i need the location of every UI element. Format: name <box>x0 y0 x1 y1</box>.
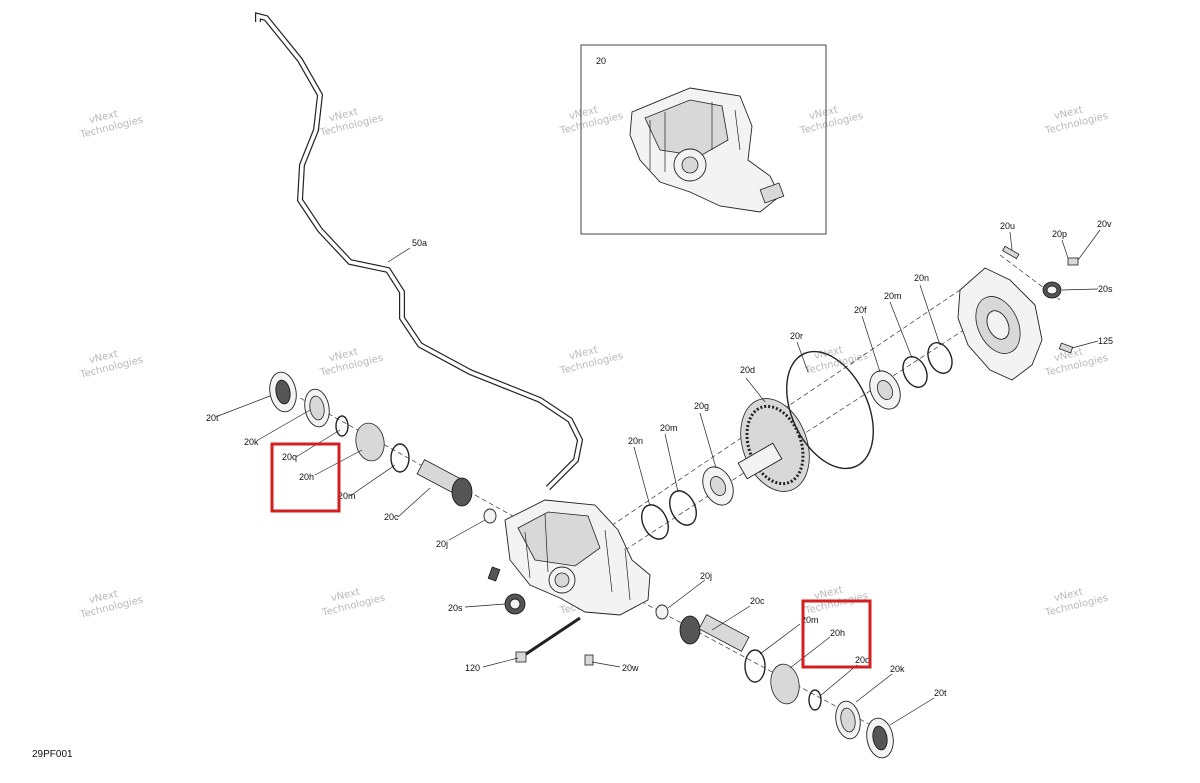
label-20j-bottom: 20j <box>700 571 712 581</box>
label-125: 125 <box>1098 336 1113 346</box>
part-labels: 50a 20u 20p 20v 20n 20s 20m 20f 20r 125 … <box>206 219 1113 698</box>
label-20c-bottom: 20c <box>750 596 765 606</box>
label-50a: 50a <box>412 238 427 248</box>
label-20r: 20r <box>790 331 803 341</box>
label-20d: 20d <box>740 365 755 375</box>
lower-chain-parts <box>504 593 894 759</box>
leader-lines <box>217 229 1101 726</box>
label-20q-left: 20q <box>282 452 297 462</box>
label-20s-bottom: 20s <box>448 603 463 613</box>
assembled-differential-illustration <box>629 87 785 213</box>
label-20w: 20w <box>622 663 639 673</box>
upper-chain-parts <box>641 245 1079 540</box>
breather-hose <box>255 12 584 491</box>
label-20c-left: 20c <box>384 512 399 522</box>
label-20t-bottom: 20t <box>934 688 947 698</box>
inset-frame <box>580 44 827 235</box>
differential-cover <box>957 267 1043 381</box>
label-20t-left: 20t <box>206 413 219 423</box>
left-chain-parts <box>269 371 497 524</box>
label-20u: 20u <box>1000 221 1015 231</box>
label-20j-left: 20j <box>436 539 448 549</box>
label-20f: 20f <box>854 305 867 315</box>
label-20h-left: 20h <box>299 472 314 482</box>
assembly-inset: 20 <box>580 44 827 235</box>
highlight-box-left <box>270 442 341 513</box>
label-20n-top: 20n <box>914 273 929 283</box>
label-20n-mid: 20n <box>628 436 643 446</box>
label-20v: 20v <box>1097 219 1112 229</box>
label-20k-left: 20k <box>244 437 259 447</box>
label-20g: 20g <box>694 401 709 411</box>
differential-housing <box>487 499 651 616</box>
ring-gear <box>737 398 810 492</box>
label-20m-bottom: 20m <box>801 615 819 625</box>
label-20s-top: 20s <box>1098 284 1113 294</box>
label-20h-bottom: 20h <box>830 628 845 638</box>
label-20k-bottom: 20k <box>890 664 905 674</box>
o-ring-large <box>786 350 874 470</box>
label-20q-bottom: 20q <box>855 655 870 665</box>
highlight-box-right <box>801 599 872 669</box>
diagram-code: 29PF001 <box>32 749 73 760</box>
label-20m-left: 20m <box>338 491 356 501</box>
assembly-axis-lines <box>299 254 1061 731</box>
label-20m-top: 20m <box>884 291 902 301</box>
label-20m-mid: 20m <box>660 423 678 433</box>
label-20p: 20p <box>1052 229 1067 239</box>
label-120: 120 <box>465 663 480 673</box>
inset-label: 20 <box>596 56 606 66</box>
